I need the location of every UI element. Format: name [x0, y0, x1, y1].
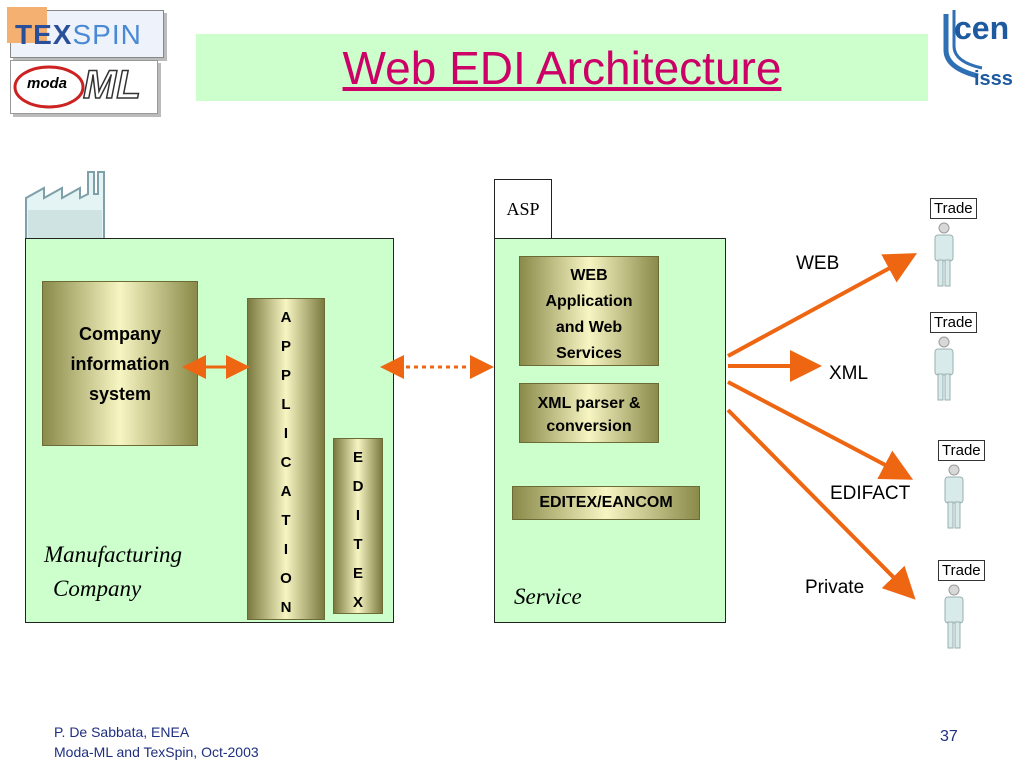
application-letter: C: [280, 454, 292, 471]
web-application-line4: Services: [556, 345, 622, 362]
xml-parser-line1: XML parser &: [537, 395, 641, 412]
title-bar: [196, 34, 928, 101]
page-number: 37: [940, 728, 958, 745]
manufacturing-company-label-line1: Manufacturing: [44, 542, 182, 567]
trade-partner-label: Trade: [938, 560, 985, 581]
company-information-system-box: Company information system: [42, 281, 198, 446]
trade-partner-label: Trade: [930, 198, 977, 219]
web-application-line3: and Web: [555, 319, 623, 336]
asp-box: ASP: [494, 179, 552, 239]
editex-letter: E: [352, 449, 363, 466]
editex-letter: I: [355, 507, 361, 524]
modaml-swoosh-icon: [13, 65, 85, 109]
application-box: A P P L I C A T I O N: [247, 298, 325, 620]
person-icon: [934, 336, 954, 401]
modaml-logo: moda ML: [10, 60, 158, 114]
texspin-logo-tex: TEX: [15, 19, 73, 50]
factory-icon: [25, 171, 105, 241]
channel-label-web: WEB: [796, 253, 840, 274]
manufacturing-company-label-line2: Company: [53, 576, 142, 601]
modaml-logo-ml: ML: [82, 62, 141, 108]
editex-letter: D: [352, 478, 364, 495]
trade-partner-label: Trade: [930, 312, 977, 333]
application-letter: A: [280, 309, 292, 326]
web-application-line1: WEB: [570, 267, 608, 284]
xml-parser-line2: conversion: [546, 418, 632, 435]
isss-logo-text: isss: [974, 68, 1013, 90]
application-letter: A: [280, 483, 292, 500]
application-letter: P: [280, 367, 291, 384]
channel-label-xml: XML: [829, 363, 869, 384]
private-channel-arrow: [726, 408, 916, 600]
company-information-system-label: Company information system: [70, 323, 170, 404]
application-letter: I: [283, 541, 289, 558]
application-letter: N: [280, 599, 292, 616]
editex-box: E D I T E X: [333, 438, 383, 614]
editex-eancom-box: EDITEX/EANCOM: [512, 486, 700, 520]
channel-label-private: Private: [805, 577, 865, 598]
web-channel-arrow: [727, 253, 918, 358]
texspin-logo-spin: SPIN: [72, 19, 142, 50]
web-application-box: WEB Application and Web Services: [519, 256, 659, 366]
application-letter: I: [283, 425, 289, 442]
editex-eancom-label: EDITEX/EANCOM: [539, 494, 673, 511]
application-letter: T: [281, 512, 291, 529]
footer-author: P. De Sabbata, ENEA: [54, 724, 190, 740]
trade-partner-label: Trade: [938, 440, 985, 461]
person-icon: [934, 222, 954, 287]
footer-event: Moda-ML and TexSpin, Oct-2003: [54, 744, 259, 760]
edifact-channel-arrow: [727, 380, 914, 480]
channel-label-edifact: EDIFACT: [830, 483, 911, 504]
page-title: Web EDI Architecture: [342, 41, 782, 94]
texspin-logo-accent: [7, 7, 47, 43]
application-letter: P: [280, 338, 291, 355]
person-icon: [944, 584, 964, 649]
cen-logo-text: cen: [954, 10, 1010, 46]
service-label: Service: [514, 584, 582, 609]
editex-letter: X: [352, 594, 363, 611]
manufacturing-company-label: Manufacturing Company: [44, 538, 182, 606]
application-letter: L: [281, 396, 291, 413]
web-application-line2: Application: [545, 293, 633, 310]
cen-logo-graphic-icon: [943, 10, 983, 79]
modaml-logo-moda: moda: [27, 75, 68, 92]
texspin-logo: TEXSPIN: [7, 7, 164, 58]
editex-letter: E: [352, 565, 363, 582]
cen-isss-logo: cen isss: [938, 6, 1018, 100]
editex-letter: T: [353, 536, 363, 553]
asp-label: ASP: [506, 198, 540, 219]
xml-parser-box: XML parser & conversion: [519, 383, 659, 443]
application-letter: O: [280, 570, 292, 587]
person-icon: [944, 464, 964, 529]
